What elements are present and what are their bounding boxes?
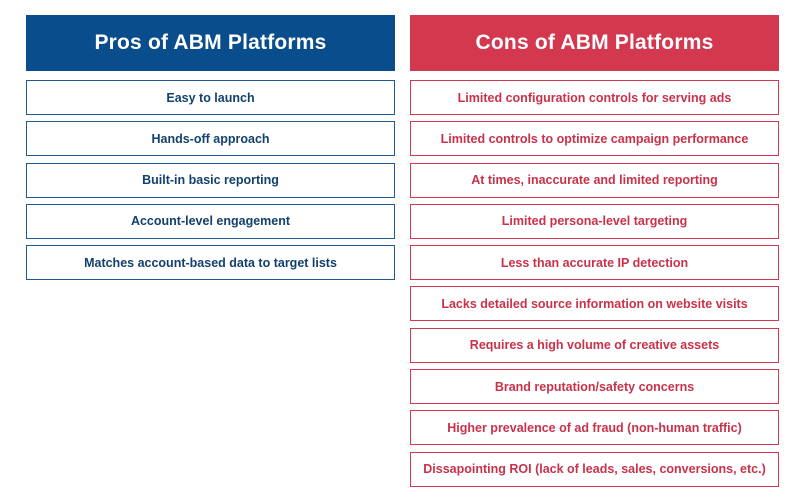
cons-item: Higher prevalence of ad fraud (non-human… bbox=[410, 410, 779, 446]
pros-list: Easy to launch Hands-off approach Built-… bbox=[26, 80, 395, 281]
cons-column: Cons of ABM Platforms Limited configurat… bbox=[410, 15, 779, 493]
cons-item: Limited configuration controls for servi… bbox=[410, 80, 779, 115]
cons-item: Dissapointing ROI (lack of leads, sales,… bbox=[410, 451, 779, 487]
cons-item: Brand reputation/safety concerns bbox=[410, 369, 779, 405]
cons-item: Lacks detailed source information on web… bbox=[410, 286, 779, 322]
pros-item: Easy to launch bbox=[26, 80, 395, 115]
pros-column: Pros of ABM Platforms Easy to launch Han… bbox=[26, 15, 395, 286]
cons-header: Cons of ABM Platforms bbox=[410, 15, 779, 71]
pros-item: Matches account-based data to target lis… bbox=[26, 245, 395, 281]
pros-item: Account-level engagement bbox=[26, 203, 395, 239]
cons-list: Limited configuration controls for servi… bbox=[410, 80, 779, 487]
cons-item: Limited persona-level targeting bbox=[410, 203, 779, 239]
cons-item: Limited controls to optimize campaign pe… bbox=[410, 121, 779, 157]
pros-item: Hands-off approach bbox=[26, 121, 395, 157]
cons-item: Requires a high volume of creative asset… bbox=[410, 327, 779, 363]
pros-item: Built-in basic reporting bbox=[26, 162, 395, 198]
pros-header: Pros of ABM Platforms bbox=[26, 15, 395, 71]
cons-item: Less than accurate IP detection bbox=[410, 245, 779, 281]
cons-item: At times, inaccurate and limited reporti… bbox=[410, 162, 779, 198]
